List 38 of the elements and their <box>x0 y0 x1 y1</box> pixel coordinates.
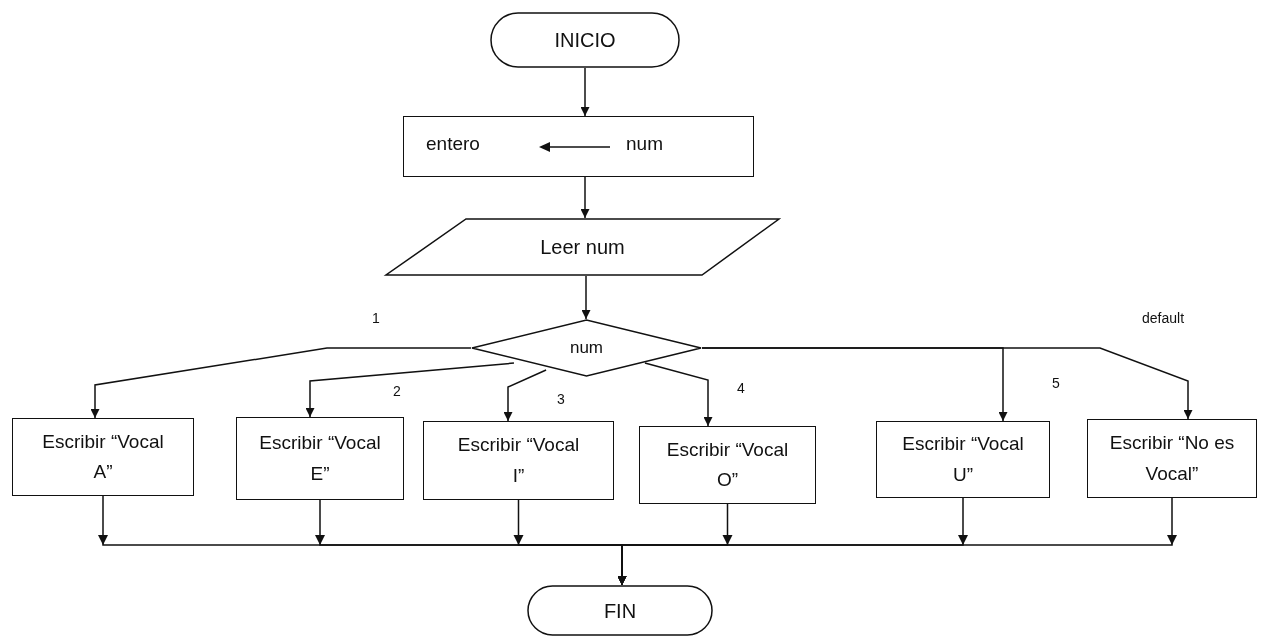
node-text: FIN <box>603 598 637 624</box>
node-text: Escribir “Vocal I” <box>456 433 581 488</box>
node-text: Leer num <box>540 235 625 260</box>
process-box <box>876 421 1050 498</box>
process-box <box>639 426 816 504</box>
input-parallelogram <box>385 218 780 276</box>
arrow <box>580 176 590 219</box>
terminal-pill <box>527 585 713 636</box>
node-text: Escribir “No es Vocal” <box>1108 431 1236 486</box>
node-text: Escribir “Vocal O” <box>665 437 790 492</box>
arrow <box>644 362 713 427</box>
node-text: Escribir “Vocal U” <box>901 432 1025 487</box>
arrow <box>701 347 1193 420</box>
arrow <box>581 275 591 320</box>
arrow <box>580 67 590 117</box>
arrow <box>90 347 472 419</box>
node-text: INICIO <box>554 28 616 53</box>
edge-label: default <box>1140 310 1187 326</box>
edge-label: 4 <box>735 380 747 396</box>
process-box <box>1087 419 1257 498</box>
edge-label: 5 <box>1050 375 1062 391</box>
terminal-pill <box>490 12 680 68</box>
process-box <box>423 421 614 500</box>
node-text: entero <box>426 132 480 156</box>
process-box <box>236 417 404 500</box>
node-text: Escribir “Vocal A” <box>41 429 165 484</box>
edge-label: 1 <box>370 310 382 326</box>
arrow <box>305 362 515 418</box>
decision-diamond <box>471 319 702 377</box>
arrow <box>503 369 547 422</box>
process-box <box>12 418 194 496</box>
edge-label: 2 <box>391 383 403 399</box>
edge-label: 3 <box>555 391 567 407</box>
arrow <box>617 497 1173 586</box>
node-text: Escribir “Vocal E” <box>258 431 382 486</box>
node-text: num <box>626 132 663 156</box>
process-box <box>403 116 754 177</box>
node-text: num <box>569 337 604 360</box>
